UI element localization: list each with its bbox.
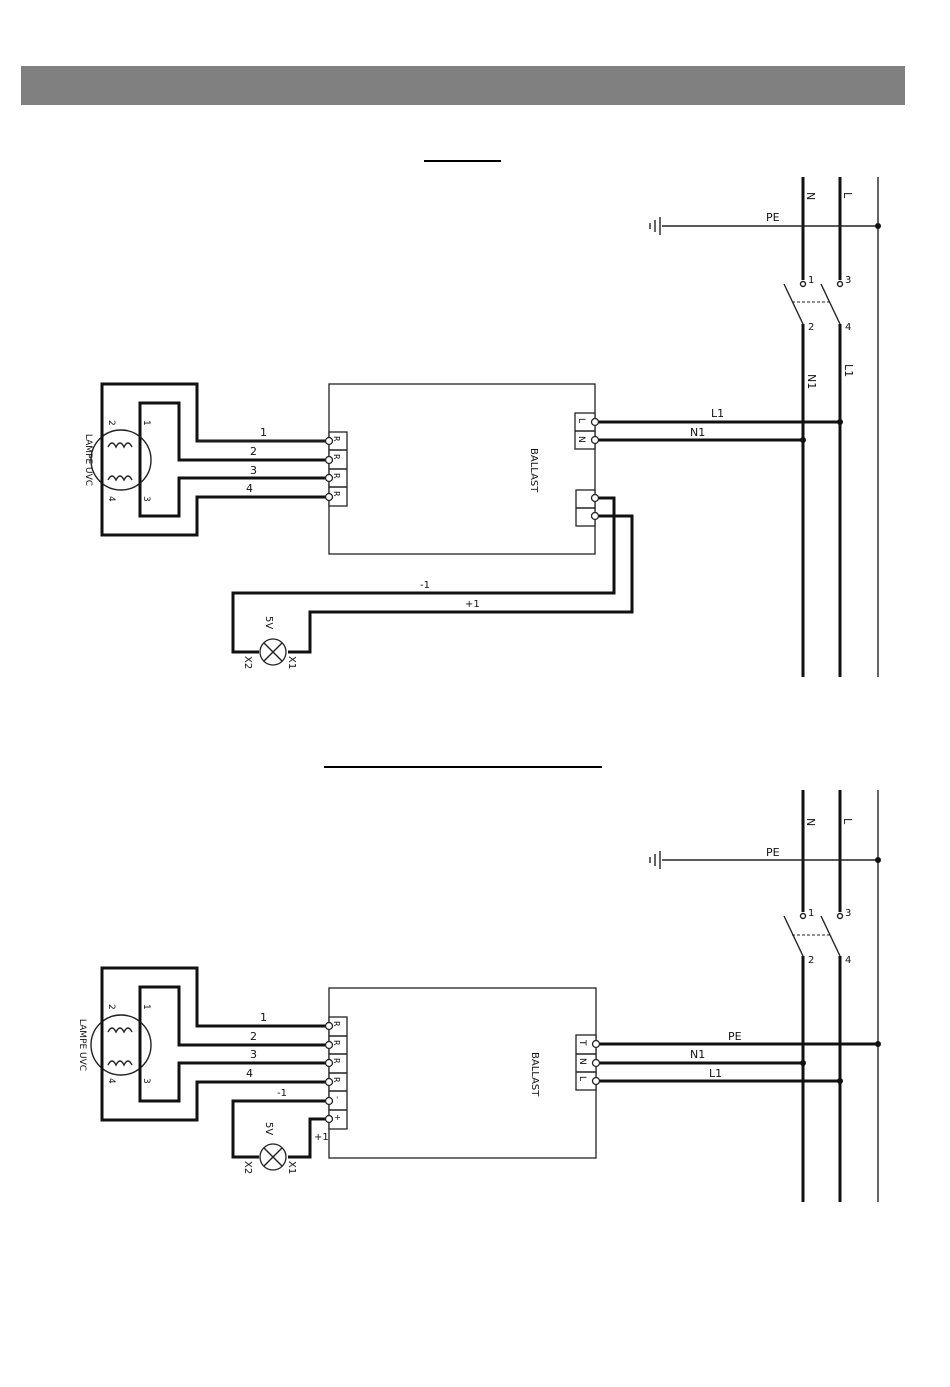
d1-pin-4: 4 (106, 496, 116, 502)
d2-ballast (329, 988, 596, 1158)
d1-lamp-inner-loop (140, 403, 325, 516)
d2-input-n: N (577, 1058, 587, 1065)
d2-wire-3-label: 3 (250, 1048, 257, 1061)
d2-lamp-label: LAMPE UVC (77, 1019, 87, 1071)
d1-out-r1: R (332, 436, 341, 442)
d2-lamp (91, 1015, 151, 1075)
d1-out-r3: R (332, 473, 341, 479)
d2-label-l: L (841, 818, 854, 825)
d2-term-3: 3 (845, 908, 851, 919)
d2-term-2: 2 (808, 955, 814, 966)
d1-term-4: 4 (845, 322, 851, 333)
d1-minus-label: -1 (420, 580, 430, 591)
d1-ballast-label: BALLAST (528, 448, 539, 493)
d2-pe-label: PE (766, 846, 780, 859)
d2-pin-1: 1 (141, 1004, 151, 1010)
d1-switch (784, 282, 843, 325)
coil-icon (108, 443, 132, 480)
d1-label-l1: L1 (842, 364, 855, 377)
d2-out-r4: R (332, 1077, 341, 1083)
d2-input-t: T (577, 1039, 587, 1046)
d2-out-r2: R (332, 1040, 341, 1046)
d2-pin-2: 2 (106, 1004, 116, 1010)
d2-out-plus: + (333, 1114, 342, 1121)
d1-x2: X2 (242, 656, 253, 669)
d2-wire-2-label: 2 (250, 1030, 257, 1043)
d1-wire-1-label: 1 (260, 426, 267, 439)
d2-switch (784, 914, 843, 957)
d2-lamp-inner-loop (140, 987, 325, 1101)
d1-pe-label: PE (766, 211, 780, 224)
d2-ballast-label: BALLAST (529, 1052, 540, 1097)
d1-term-1: 1 (808, 275, 814, 286)
d1-lamp (91, 430, 151, 490)
d1-label-l: L (841, 192, 854, 199)
d1-label-n1: N1 (805, 374, 818, 389)
d2-pin-3: 3 (141, 1078, 151, 1084)
diagram2: N L PE 1 3 2 4 BALLAST T N L (77, 790, 881, 1202)
d2-wire-l1-label: L1 (709, 1067, 722, 1080)
d1-x1: X1 (286, 656, 297, 669)
d1-pin-1: 1 (141, 420, 151, 426)
d1-pin-3: 3 (141, 496, 151, 502)
d2-wire-n1-label: N1 (690, 1048, 705, 1061)
d1-wire-l1-label: L1 (711, 407, 724, 420)
d1-lamp-label: LAMPE UVC (83, 434, 93, 486)
d1-term-3: 3 (845, 275, 851, 286)
d1-out-r4: R (332, 491, 341, 497)
d2-x2: X2 (242, 1161, 253, 1174)
d2-wire-4-label: 4 (246, 1067, 253, 1080)
indicator-lamp-icon (260, 1144, 286, 1170)
d1-wire-n1-label: N1 (690, 426, 705, 439)
d1-lamp-5v: 5V (263, 616, 274, 629)
d1-plus-label: +1 (465, 599, 480, 610)
ground-icon (650, 851, 660, 869)
d2-out-r3: R (332, 1058, 341, 1064)
indicator-lamp-icon (260, 639, 286, 665)
d2-term-4: 4 (845, 955, 851, 966)
d1-term-2: 2 (808, 322, 814, 333)
d1-out-r2: R (332, 454, 341, 460)
d2-label-n: N (804, 818, 817, 826)
coil-icon (108, 1028, 132, 1065)
d2-out-r1: R (332, 1021, 341, 1027)
d1-ballast (329, 384, 595, 554)
d2-lamp-5v: 5V (263, 1122, 274, 1135)
d2-minus-label: -1 (277, 1088, 287, 1099)
d1-input-l: L (576, 418, 586, 423)
d2-plus-label: +1 (314, 1132, 329, 1143)
ground-icon (650, 217, 660, 235)
d2-pin-4: 4 (106, 1078, 116, 1084)
d1-wire-4-label: 4 (246, 482, 253, 495)
d2-term-1: 1 (808, 908, 814, 919)
diagram1: N L PE 1 3 2 4 N1 L1 BALLAST (83, 177, 881, 677)
d2-wire-1-label: 1 (260, 1011, 267, 1024)
d1-wire-3-label: 3 (250, 464, 257, 477)
d1-pin-2: 2 (106, 420, 116, 426)
d1-pe-junction (875, 223, 881, 229)
d1-label-n: N (804, 192, 817, 200)
d1-wire-2-label: 2 (250, 445, 257, 458)
d2-x1: X1 (286, 1161, 297, 1174)
d1-input-n: N (576, 436, 586, 443)
d2-out-minus: - (333, 1096, 342, 1099)
d2-wire-pe-label: PE (728, 1030, 742, 1043)
d2-input-l: L (577, 1076, 587, 1081)
